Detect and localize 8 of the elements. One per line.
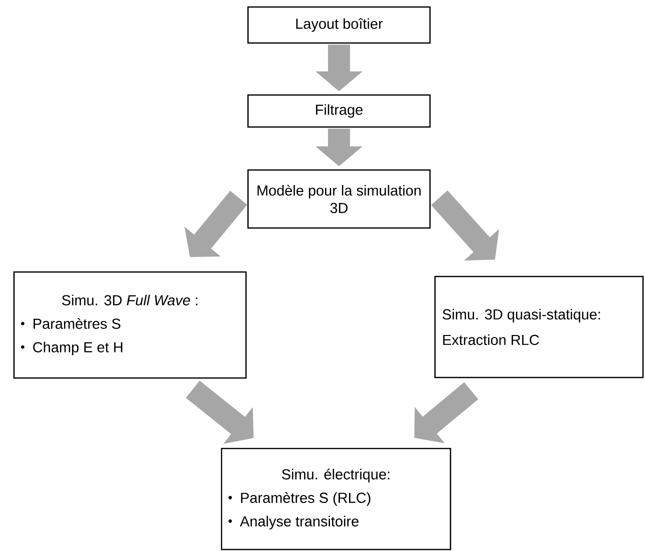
block-arrow — [431, 190, 500, 260]
process-box: Simu. 3D quasi-statique: Extraction RLC — [434, 276, 644, 378]
process-box: Simu. électrique: Paramètres S (RLC) Analyse transitoire — [220, 448, 452, 550]
process-box: Modèle pour la simulation 3D — [247, 169, 431, 229]
process-box: Filtrage — [247, 94, 431, 128]
process-box: Simu. 3D Full Wave : Paramètres S Champ E et H — [13, 271, 247, 379]
process-box: Layout boîtier — [247, 6, 431, 44]
block-arrow — [414, 382, 478, 444]
